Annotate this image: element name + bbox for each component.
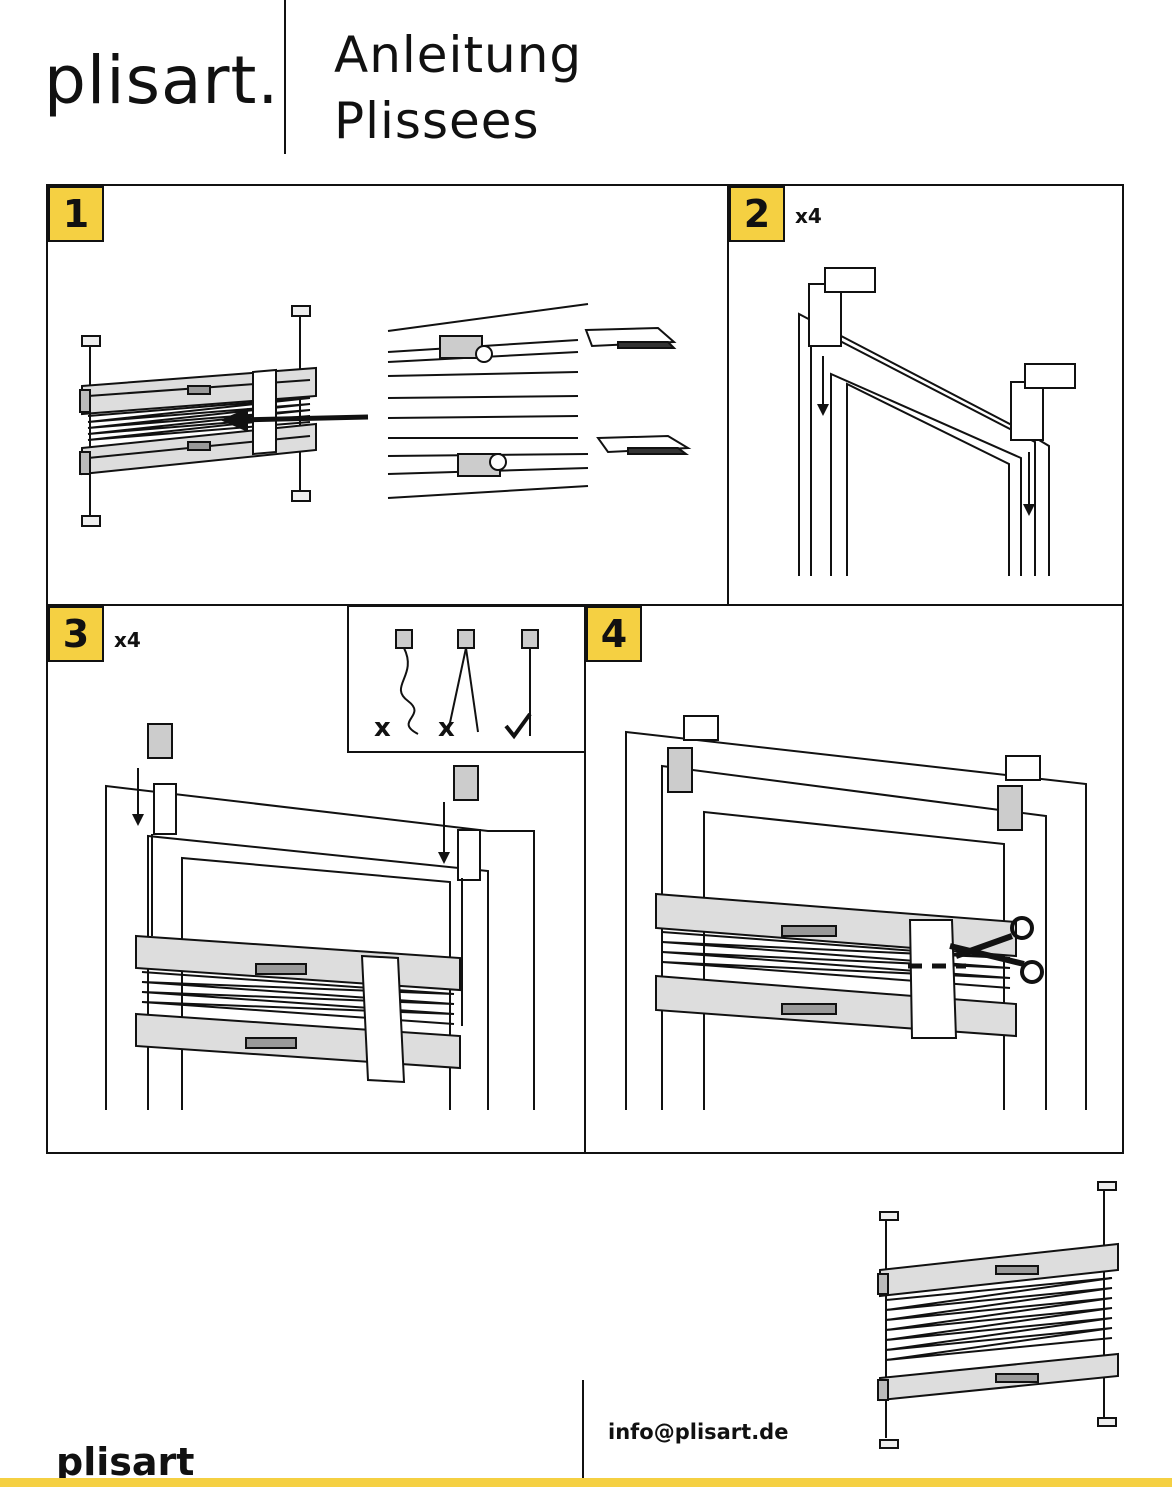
svg-text:x: x xyxy=(374,713,391,743)
brand-logo: plisart. xyxy=(44,48,279,114)
step-1-panel: 1 xyxy=(46,184,729,606)
brand-dot: . xyxy=(257,42,280,119)
step-3-panel: 3 x4 x x xyxy=(46,604,587,1154)
footer-divider xyxy=(582,1380,584,1487)
step-4-illustration xyxy=(625,715,1087,1110)
svg-text:x: x xyxy=(438,713,455,743)
footer-brand-logo: plisart xyxy=(56,1440,195,1484)
brand-name: plisart xyxy=(44,42,258,119)
step-2-multiplier: x4 xyxy=(795,204,822,228)
contact-email[interactable]: info@plisart.de xyxy=(608,1420,789,1444)
footer-accent-bar xyxy=(0,1478,1172,1487)
step-3-badge: 3 xyxy=(48,606,104,662)
title-line-1: Anleitung xyxy=(334,26,583,84)
step-1-badge: 1 xyxy=(48,186,104,242)
step-1-illustration xyxy=(79,303,692,527)
step-2-badge: 2 xyxy=(729,186,785,242)
header-divider xyxy=(284,0,286,154)
title-line-2: Plissees xyxy=(334,92,540,150)
blind-product-illustration xyxy=(877,1181,1119,1449)
step-3-multiplier: x4 xyxy=(114,628,141,652)
step-2-panel: 2 x4 xyxy=(727,184,1124,606)
step-3-illustration: x x xyxy=(105,605,587,1110)
step-4-badge: 4 xyxy=(586,606,642,662)
step-4-panel: 4 xyxy=(584,604,1124,1154)
step-2-illustration xyxy=(798,267,1076,576)
